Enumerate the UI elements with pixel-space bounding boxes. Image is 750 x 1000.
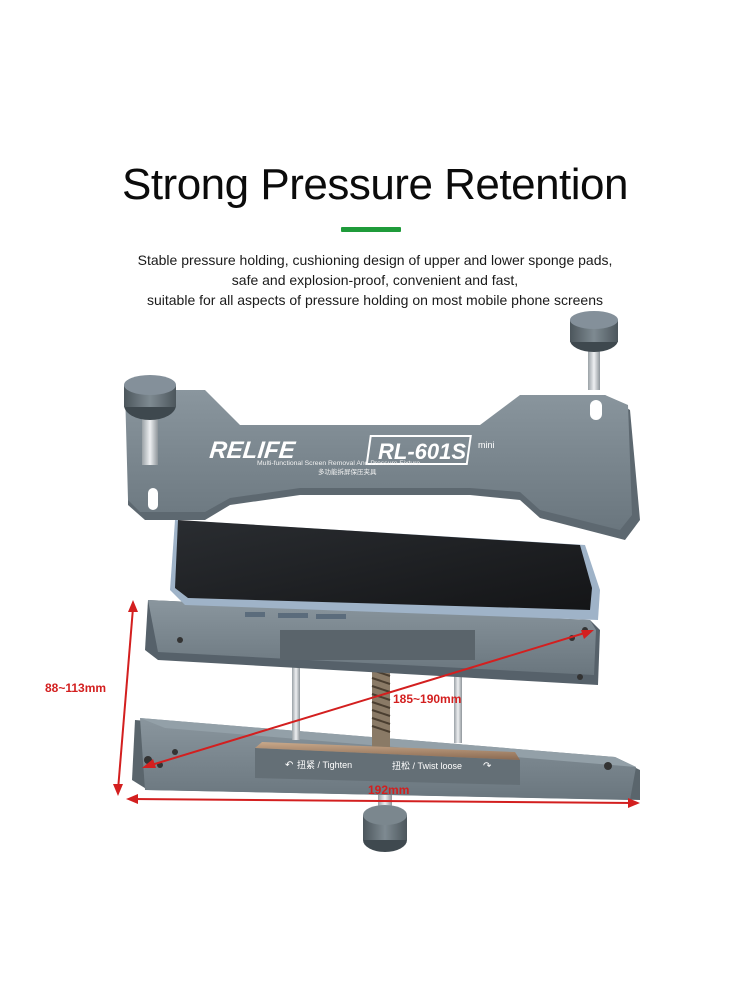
phone: [170, 520, 600, 620]
guide-rod-right: [454, 668, 462, 743]
base-length-label: 192mm: [368, 783, 409, 797]
loosen-label: 扭松 / Twist loose: [392, 760, 462, 771]
product-subtitle-cn: 多功能拆屏保压夹具: [318, 467, 377, 476]
bottom-knob: [363, 795, 407, 852]
loosen-arrow-icon: ↷: [483, 761, 492, 772]
product-subtitle: Multi-functional Screen Removal And Pres…: [257, 460, 420, 467]
brand-logo-text: RELIFE: [208, 437, 297, 464]
top-plate: [125, 390, 640, 540]
page-title: Strong Pressure Retention: [121, 160, 629, 209]
tighten-label: 扭紧 / Tighten: [297, 759, 352, 770]
guide-rod-left: [292, 665, 300, 740]
title-accent-bar: [341, 227, 401, 232]
top-knob-right: [570, 311, 618, 390]
lead-screw: [371, 665, 391, 755]
height-dimension-label: 88~113mm: [45, 681, 106, 695]
description-line-3: suitable for all aspects of pressure hol…: [146, 292, 604, 308]
slider-block: [255, 742, 520, 785]
tighten-arrow-icon: ↶: [285, 760, 293, 771]
top-knob-left: [124, 375, 176, 465]
description-line-2: safe and explosion-proof, convenient and…: [231, 272, 519, 288]
model-text: RL-601S: [378, 439, 466, 464]
description-line-1: Stable pressure holding, cushioning desi…: [137, 252, 613, 268]
model-badge: mini: [478, 440, 495, 450]
dimension-arrows: [113, 600, 640, 808]
diagonal-dimension-label: 185~190mm: [393, 692, 461, 706]
